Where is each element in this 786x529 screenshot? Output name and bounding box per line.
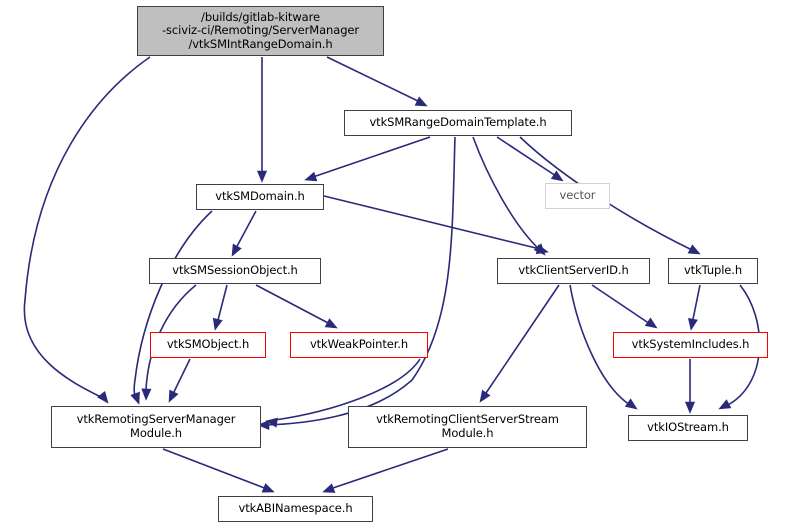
graph-node-root[interactable]: /builds/gitlab-kitware -sciviz-ci/Remoti… xyxy=(137,6,384,56)
edge-domain-to-sessionobj xyxy=(234,210,257,251)
graph-node-vector[interactable]: vector xyxy=(545,183,610,209)
graph-node-label: vtkTuple.h xyxy=(683,263,743,278)
graph-node-iostream[interactable]: vtkIOStream.h xyxy=(628,415,748,441)
graph-node-smobject[interactable]: vtkSMObject.h xyxy=(150,332,266,358)
arrowhead-sessionobj-to-rsmmod xyxy=(141,388,152,401)
arrowhead-rangetpl-to-rsmmod xyxy=(257,419,270,431)
arrowhead-rsmmod-to-abins xyxy=(261,483,275,493)
graph-node-label: vtkABINamespace.h xyxy=(238,501,353,516)
graph-node-label: vtkWeakPointer.h xyxy=(309,337,409,352)
graph-node-sysinc[interactable]: vtkSystemIncludes.h xyxy=(613,332,768,358)
arrowhead-csid-to-rcssmod xyxy=(479,389,491,403)
graph-node-weakptr[interactable]: vtkWeakPointer.h xyxy=(290,332,428,358)
graph-node-rangetpl[interactable]: vtkSMRangeDomainTemplate.h xyxy=(344,110,572,136)
graph-node-rsmmod[interactable]: vtkRemotingServerManager Module.h xyxy=(51,406,261,448)
graph-node-label: vtkSMObject.h xyxy=(166,337,250,352)
graph-node-label: vtkRemotingClientServerStream Module.h xyxy=(376,412,559,440)
edge-rangetpl-to-vector xyxy=(496,136,557,177)
edge-csid-to-rcssmod xyxy=(483,284,560,397)
arrowhead-domain-to-sessionobj xyxy=(231,243,242,257)
arrowhead-rangetpl-to-tuple xyxy=(687,244,701,255)
arrowhead-csid-to-iostream xyxy=(624,398,638,410)
graph-node-domain[interactable]: vtkSMDomain.h xyxy=(196,184,324,210)
edge-rangetpl-to-domain xyxy=(312,136,431,178)
graph-node-label: vtkRemotingServerManager Module.h xyxy=(76,412,236,440)
arrowhead-rangetpl-to-vector xyxy=(550,170,564,182)
graph-node-tuple[interactable]: vtkTuple.h xyxy=(668,258,758,284)
edge-rsmmod-to-abins xyxy=(162,448,268,490)
edge-domain-to-csid xyxy=(323,195,541,250)
graph-node-csid[interactable]: vtkClientServerID.h xyxy=(497,258,650,284)
edge-tuple-to-sysinc xyxy=(691,284,701,325)
graph-node-label: vector xyxy=(559,188,596,203)
edge-sessionobj-to-weakptr xyxy=(255,284,331,325)
arrowhead-csid-to-sysinc xyxy=(644,317,658,329)
graph-node-rcssmod[interactable]: vtkRemotingClientServerStream Module.h xyxy=(348,406,587,448)
edge-smobject-to-rsmmod xyxy=(171,358,191,397)
arrowhead-domain-to-csid xyxy=(535,244,549,255)
graph-node-label: vtkSMSessionObject.h xyxy=(172,263,298,278)
arrowhead-rcssmod-to-abins xyxy=(322,483,336,493)
edge-root-to-rsmmod xyxy=(23,56,151,399)
edge-root-to-rangetpl xyxy=(326,56,421,103)
edge-rangetpl-to-csid xyxy=(472,136,541,251)
arrowhead-smobject-to-rsmmod xyxy=(168,389,179,403)
arrowhead-sessionobj-to-weakptr xyxy=(324,318,338,329)
edge-rcssmod-to-abins xyxy=(329,448,449,490)
graph-node-label: vtkSMRangeDomainTemplate.h xyxy=(369,115,547,130)
edge-sessionobj-to-rsmmod xyxy=(145,284,197,391)
graph-node-label: vtkClientServerID.h xyxy=(518,263,629,278)
graph-node-abins[interactable]: vtkABINamespace.h xyxy=(218,496,373,522)
graph-node-label: /builds/gitlab-kitware -sciviz-ci/Remoti… xyxy=(161,9,359,51)
edge-rangetpl-to-rsmmod xyxy=(264,136,456,426)
arrowhead-root-to-rangetpl xyxy=(414,96,428,107)
edge-csid-to-iostream xyxy=(569,284,631,406)
arrowhead-root-to-domain xyxy=(256,170,268,183)
graph-node-sessionobj[interactable]: vtkSMSessionObject.h xyxy=(149,258,321,284)
graph-node-label: vtkIOStream.h xyxy=(647,420,729,435)
edge-csid-to-sysinc xyxy=(591,284,651,325)
arrowhead-rangetpl-to-domain xyxy=(304,171,318,182)
graph-node-label: vtkSystemIncludes.h xyxy=(631,337,750,352)
edge-domain-to-rsmmod xyxy=(133,210,213,401)
arrowhead-sysinc-to-iostream xyxy=(684,401,696,414)
arrowhead-tuple-to-iostream xyxy=(718,399,732,410)
edge-weakptr-to-rsmmod xyxy=(274,358,421,421)
arrowhead-sessionobj-to-smobject xyxy=(212,317,223,331)
edge-sessionobj-to-smobject xyxy=(216,284,228,325)
arrowhead-domain-to-rsmmod xyxy=(130,391,140,405)
graph-node-label: vtkSMDomain.h xyxy=(215,189,305,204)
arrowhead-weakptr-to-rsmmod xyxy=(265,417,278,428)
arrowhead-root-to-rsmmod xyxy=(97,390,109,404)
arrowhead-tuple-to-sysinc xyxy=(687,317,698,331)
